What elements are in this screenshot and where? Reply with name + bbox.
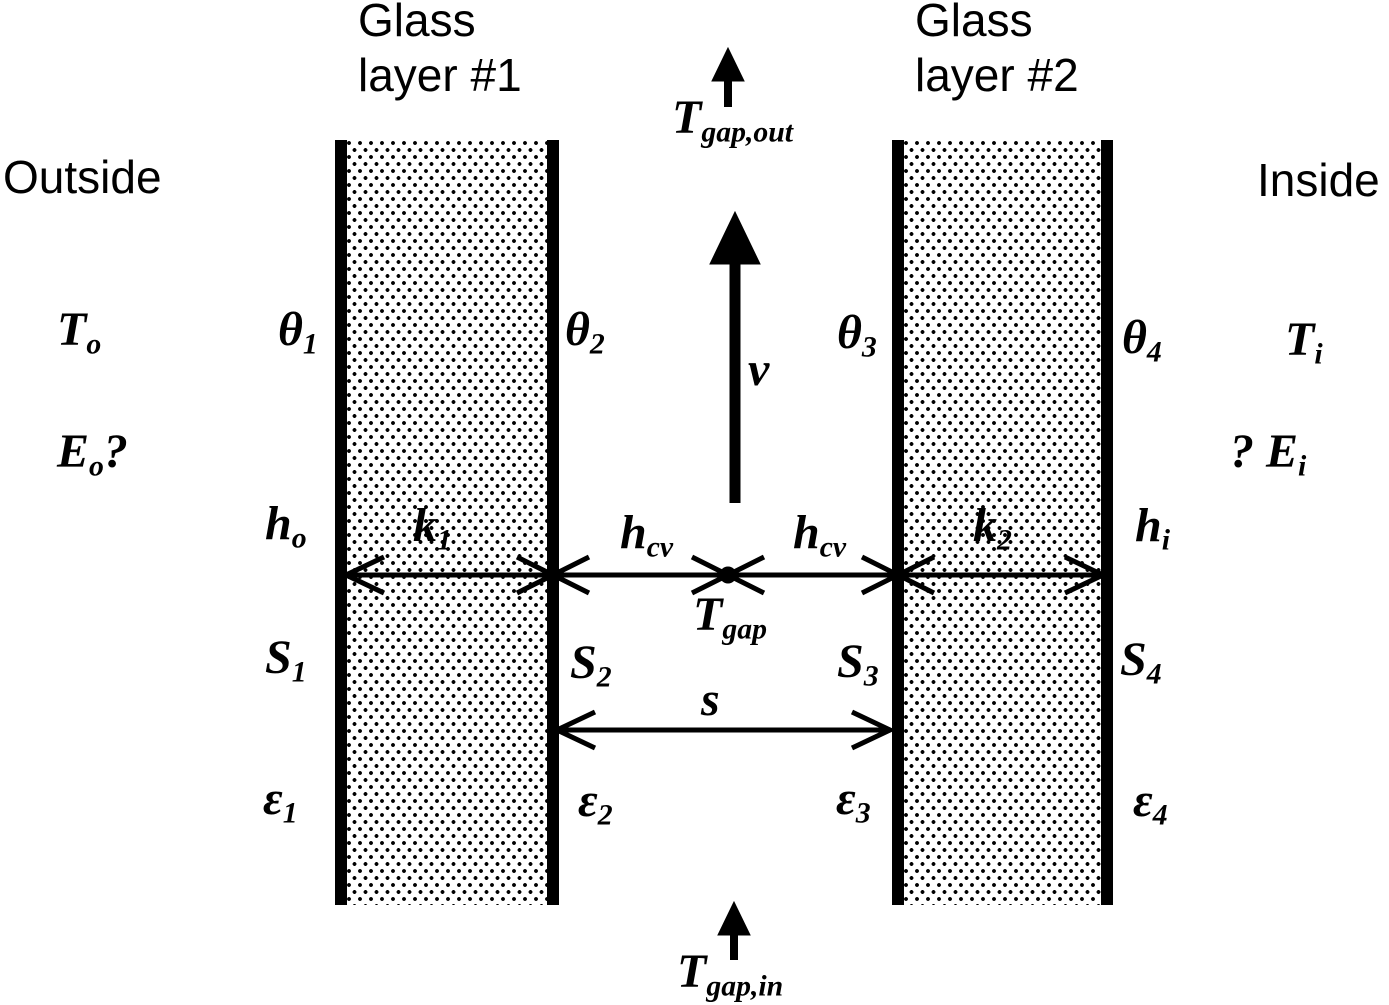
inside-air-temperature-label: Ti xyxy=(1285,313,1323,371)
glass2-title: Glass layer #2 xyxy=(915,0,1079,103)
airflow-arrow-head-icon xyxy=(709,210,761,265)
gap-width-label: s xyxy=(701,673,720,726)
pane1-conductivity-label: k1 xyxy=(413,499,452,557)
surface3-temperature-label: θ3 xyxy=(837,306,877,364)
gap-outlet-temperature-label: Tgap,out xyxy=(672,91,794,149)
gap-temperature-label: Tgap xyxy=(693,588,767,646)
surface3-cross-arrowhead-icon xyxy=(860,554,936,596)
outside-convection-coefficient-label: ho xyxy=(265,497,307,555)
pane2-conductivity-label: k2 xyxy=(973,499,1012,557)
inside-radiation-label: ? Ei xyxy=(1230,425,1307,483)
surface2-temperature-label: θ2 xyxy=(565,303,605,361)
inside-region-label: Inside xyxy=(1257,154,1380,206)
gap-inlet-temperature-label: Tgap,in xyxy=(677,945,784,1003)
absorbed-solar-surface3-label: S3 xyxy=(837,635,879,693)
glass-pane-2 xyxy=(892,140,1113,905)
outside-air-temperature-label: To xyxy=(57,303,102,361)
glass1-title-line1: Glass xyxy=(358,0,476,46)
glass2-title-line1: Glass xyxy=(915,0,1033,46)
gap-inlet-arrow-head-icon xyxy=(717,900,751,936)
outside-radiation-label: Eo? xyxy=(57,425,128,483)
gap-convection-right-label: hcv xyxy=(793,506,847,564)
gap-width-arrowhead-right-icon xyxy=(850,709,896,751)
absorbed-solar-surface4-label: S4 xyxy=(1120,633,1162,691)
emissivity-surface2-label: ε2 xyxy=(578,774,613,832)
emissivity-surface3-label: ε3 xyxy=(836,772,871,830)
absorbed-solar-surface1-label: S1 xyxy=(265,631,307,689)
gap-outlet-arrow-head-icon xyxy=(711,46,745,82)
glass2-title-line2: layer #2 xyxy=(915,49,1079,101)
outside-region-label: Outside xyxy=(3,151,162,203)
glass1-title: Glass layer #1 xyxy=(358,0,522,103)
surface4-temperature-label: θ4 xyxy=(1122,311,1162,369)
surface4-arrowhead-icon xyxy=(1063,554,1109,596)
emissivity-surface1-label: ε1 xyxy=(263,772,298,830)
inside-convection-coefficient-label: hi xyxy=(1135,499,1170,557)
surface1-temperature-label: θ1 xyxy=(278,303,318,361)
glass-pane-1 xyxy=(335,140,559,905)
airflow-velocity-label: v xyxy=(748,343,770,396)
absorbed-solar-surface2-label: S2 xyxy=(570,636,612,694)
emissivity-surface4-label: ε4 xyxy=(1133,774,1168,832)
surface2-cross-arrowhead-icon xyxy=(515,554,591,596)
gap-temperature-node-dot xyxy=(719,566,737,584)
gap-width-arrowhead-left-icon xyxy=(551,709,597,751)
glass1-title-line2: layer #1 xyxy=(358,49,522,101)
surface1-arrowhead-icon xyxy=(340,554,386,596)
gap-convection-left-label: hcv xyxy=(620,506,674,564)
